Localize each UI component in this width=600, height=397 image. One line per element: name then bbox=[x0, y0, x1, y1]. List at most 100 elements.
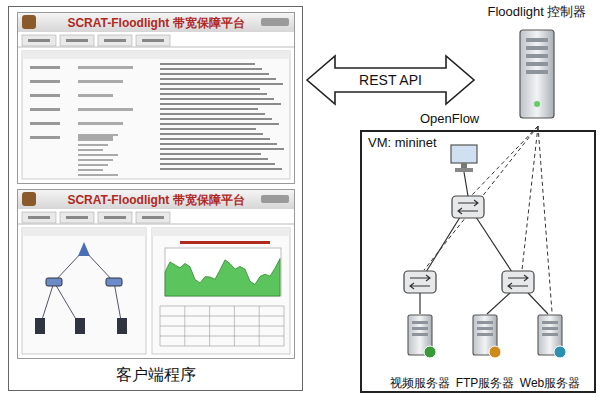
switch-body bbox=[404, 271, 436, 293]
app-logo bbox=[22, 15, 36, 29]
field-name bbox=[30, 122, 60, 125]
field-value bbox=[78, 80, 123, 83]
tab-text bbox=[104, 39, 126, 42]
tab-text bbox=[28, 39, 50, 42]
text-line bbox=[160, 83, 283, 85]
openflow-link bbox=[522, 126, 538, 270]
drive-bay bbox=[526, 70, 548, 74]
openflow-link bbox=[538, 126, 552, 312]
drive-bay bbox=[477, 333, 493, 336]
computer-stand bbox=[461, 163, 467, 168]
tab-text bbox=[142, 216, 164, 219]
list-item bbox=[78, 149, 103, 151]
switch-body bbox=[452, 196, 484, 218]
drive-bay bbox=[412, 333, 428, 336]
drive-bay bbox=[542, 321, 558, 324]
computer-monitor bbox=[451, 145, 477, 163]
text-line bbox=[160, 113, 265, 115]
node-label: SCRAT-Floodlight 带宽保障平台 bbox=[67, 193, 244, 207]
node-label: Floodlight 控制器 bbox=[488, 4, 587, 20]
tab-text bbox=[66, 39, 88, 42]
switch-body bbox=[502, 271, 534, 293]
content-panel bbox=[22, 51, 290, 179]
field-value bbox=[78, 94, 113, 97]
list-item bbox=[78, 169, 103, 171]
server-tower bbox=[520, 30, 554, 118]
table-rule bbox=[160, 306, 284, 307]
table-rule bbox=[209, 306, 210, 346]
text-line bbox=[160, 93, 267, 95]
service-badge bbox=[424, 346, 436, 358]
text-line bbox=[160, 158, 268, 160]
openflow-link bbox=[472, 126, 538, 195]
text-line bbox=[160, 138, 270, 140]
table-rule bbox=[184, 306, 185, 346]
topology-panel bbox=[22, 228, 146, 354]
drive-bay bbox=[526, 62, 548, 66]
drive-bay bbox=[526, 38, 548, 42]
text-line bbox=[160, 108, 258, 110]
brand-logo bbox=[261, 18, 289, 26]
drive-bay bbox=[542, 327, 558, 330]
drive-bay bbox=[542, 333, 558, 336]
topology-switch bbox=[46, 278, 62, 286]
list-item bbox=[78, 134, 118, 136]
server-node: Web服务器 bbox=[515, 312, 585, 390]
field-value bbox=[78, 66, 133, 69]
node-label: 视频服务器 bbox=[390, 376, 450, 390]
computer-base bbox=[455, 168, 473, 172]
field-name bbox=[30, 66, 60, 69]
network-wire bbox=[474, 214, 512, 272]
tab bbox=[136, 35, 170, 46]
protocol-label: OpenFlow bbox=[420, 111, 479, 126]
text-line bbox=[160, 148, 284, 150]
topology-root bbox=[78, 242, 90, 256]
controller-server: Floodlight 控制器 bbox=[478, 4, 596, 124]
tab-text bbox=[104, 216, 126, 219]
tab bbox=[136, 212, 170, 223]
text-line bbox=[160, 73, 269, 75]
list-item bbox=[78, 144, 108, 146]
node-label: VM: mininet bbox=[368, 135, 437, 151]
screenshot-window: SCRAT-Floodlight 带宽保障平台 bbox=[17, 12, 295, 184]
text-line bbox=[160, 143, 277, 145]
table-rule bbox=[284, 306, 285, 346]
table-rule bbox=[160, 346, 284, 347]
service-badge bbox=[554, 346, 566, 358]
server-node: FTP服务器 bbox=[450, 312, 520, 390]
node-label: SCRAT-Floodlight 带宽保障平台 bbox=[67, 16, 244, 30]
tab bbox=[60, 35, 94, 46]
text-line bbox=[160, 168, 282, 170]
title-bar bbox=[17, 189, 295, 209]
table-rule bbox=[160, 336, 284, 337]
topology-host bbox=[35, 318, 45, 334]
tab-rule bbox=[17, 47, 295, 48]
text-line bbox=[160, 98, 274, 100]
drive-bay bbox=[412, 327, 428, 330]
app-logo bbox=[22, 192, 36, 206]
network-wire bbox=[419, 293, 420, 314]
screenshot-window: SCRAT-Floodlight 带宽保障平台 bbox=[17, 189, 295, 359]
list-item bbox=[78, 174, 118, 176]
text-line bbox=[160, 153, 261, 155]
field-value bbox=[78, 108, 133, 111]
tab bbox=[98, 212, 132, 223]
bandwidth-area bbox=[165, 259, 280, 296]
text-line bbox=[160, 63, 255, 65]
tab-rule bbox=[17, 224, 295, 225]
list-item bbox=[78, 139, 113, 141]
client-panel: 客户端程序SCRAT-Floodlight 带宽保障平台SCRAT-Floodl… bbox=[8, 6, 303, 391]
tab bbox=[98, 35, 132, 46]
table-rule bbox=[259, 306, 260, 346]
chart-frame bbox=[165, 248, 281, 296]
table-rule bbox=[160, 306, 161, 346]
tab bbox=[60, 212, 94, 223]
panel-header bbox=[22, 228, 146, 236]
node-label: Web服务器 bbox=[520, 376, 580, 390]
network-wire bbox=[464, 172, 468, 196]
double-arrow bbox=[307, 56, 474, 104]
node-label: FTP服务器 bbox=[456, 376, 515, 390]
vm-box: VM: mininet 视频服务器 FTP服务器 Web服务器 bbox=[360, 130, 596, 393]
switch-arrows bbox=[410, 275, 430, 289]
